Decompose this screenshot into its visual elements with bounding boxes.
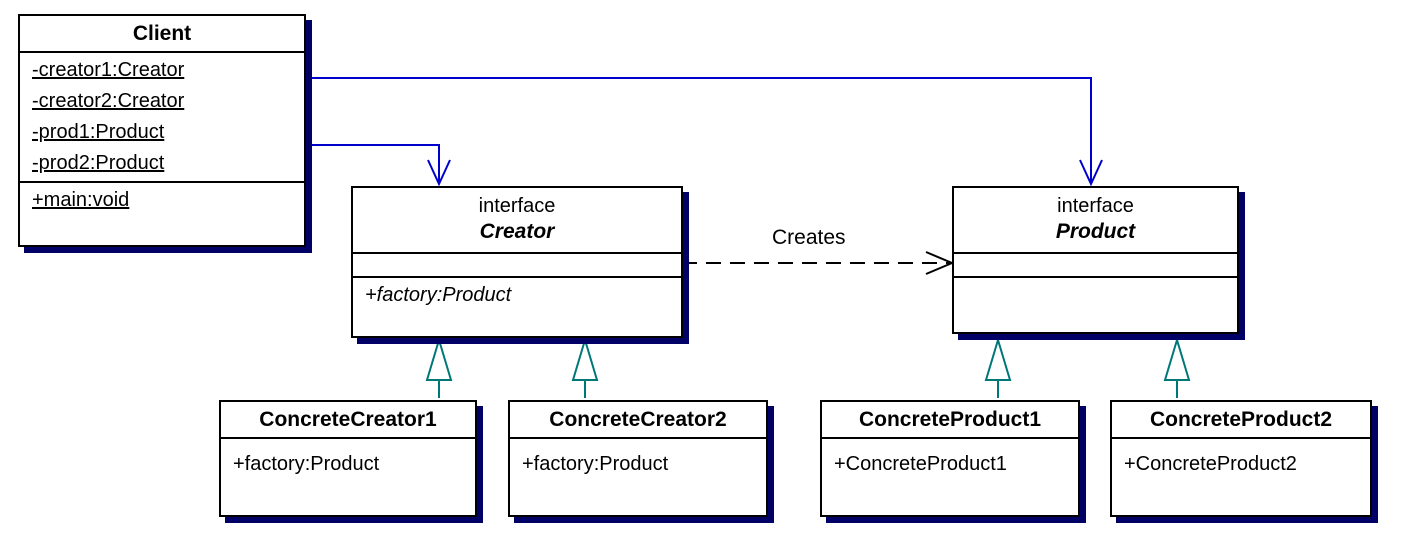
class-client-name: Client: [132, 22, 192, 45]
class-concrete-creator2-header: ConcreteCreator2: [510, 402, 766, 439]
class-concrete-product2[interactable]: ConcreteProduct2 +ConcreteProduct2: [1110, 400, 1372, 517]
realization-concrete-product2-triangle: [1163, 336, 1191, 381]
class-concrete-creator2[interactable]: ConcreteCreator2 +factory:Product: [508, 400, 768, 517]
association-client-creator: [305, 144, 440, 184]
class-client-header: Client: [20, 16, 304, 53]
class-concrete-creator1[interactable]: ConcreteCreator1 +factory:Product: [219, 400, 477, 517]
class-concrete-creator2-operations: +factory:Product: [510, 439, 766, 482]
interface-product-header: interface Product: [954, 188, 1237, 254]
attribute-creator1: -creator1:Creator: [32, 59, 185, 81]
interface-creator-operations: +factory:Product: [353, 278, 681, 313]
class-concrete-product2-name: ConcreteProduct2: [1149, 408, 1333, 431]
class-concrete-product2-operations: +ConcreteProduct2: [1112, 439, 1370, 482]
interface-product-attributes: [954, 254, 1237, 278]
interface-creator-name: Creator: [479, 220, 555, 243]
attribute-creator2: -creator2:Creator: [32, 90, 185, 112]
class-client[interactable]: Client -creator1:Creator -creator2:Creat…: [18, 14, 306, 247]
operation-constructor: +ConcreteProduct1: [834, 453, 1007, 475]
interface-creator-header: interface Creator: [353, 188, 681, 254]
class-concrete-product1[interactable]: ConcreteProduct1 +ConcreteProduct1: [820, 400, 1080, 517]
class-concrete-product1-operations: +ConcreteProduct1: [822, 439, 1078, 482]
class-concrete-creator1-operations: +factory:Product: [221, 439, 475, 482]
class-client-attributes: -creator1:Creator -creator2:Creator -pro…: [20, 53, 304, 183]
class-concrete-creator2-name: ConcreteCreator2: [549, 408, 727, 431]
class-concrete-product1-header: ConcreteProduct1: [822, 402, 1078, 439]
attribute-prod1: -prod1:Product: [32, 121, 165, 143]
realization-concrete-creator1-triangle: [425, 336, 453, 381]
attribute-prod2: -prod2:Product: [32, 152, 165, 174]
operation-main: +main:void: [32, 189, 130, 211]
interface-creator[interactable]: interface Creator +factory:Product: [351, 186, 683, 338]
interface-product-stereotype: interface: [1057, 195, 1134, 217]
interface-product-operations: [954, 278, 1237, 282]
class-concrete-creator1-header: ConcreteCreator1: [221, 402, 475, 439]
association-client-product-arrowhead: [1079, 159, 1103, 187]
association-client-creator-arrowhead: [427, 159, 451, 187]
interface-product-name: Product: [1055, 220, 1136, 243]
class-concrete-creator1-name: ConcreteCreator1: [259, 408, 437, 431]
interface-product[interactable]: interface Product: [952, 186, 1239, 334]
class-concrete-product1-name: ConcreteProduct1: [858, 408, 1042, 431]
association-client-product: [305, 77, 1092, 184]
dependency-creates-label: Creates: [772, 226, 846, 249]
operation-factory: +factory:Product: [233, 453, 380, 475]
class-client-operations: +main:void: [20, 183, 304, 218]
interface-creator-attributes: [353, 254, 681, 278]
class-concrete-product2-header: ConcreteProduct2: [1112, 402, 1370, 439]
operation-constructor: +ConcreteProduct2: [1124, 453, 1297, 475]
realization-concrete-product1-triangle: [984, 336, 1012, 381]
operation-factory: +factory:Product: [365, 284, 512, 306]
interface-creator-stereotype: interface: [478, 195, 556, 217]
operation-factory: +factory:Product: [522, 453, 669, 475]
realization-concrete-creator2-triangle: [571, 336, 599, 381]
